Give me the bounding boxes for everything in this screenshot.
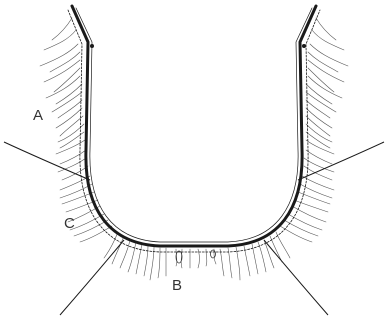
- outer-curve-left-upper: [4, 142, 90, 180]
- outer-curve-left-lower: [60, 240, 124, 315]
- u-outline: [68, 6, 320, 252]
- label-c: C: [64, 215, 75, 232]
- outline-endpoints: [90, 44, 306, 48]
- left-endpoint-dot: [90, 44, 94, 48]
- outer-curves: [4, 142, 384, 315]
- label-a: A: [33, 107, 43, 124]
- outer-curve-right-upper: [298, 142, 384, 180]
- right-endpoint-dot: [302, 44, 306, 48]
- outer-curve-right-lower: [264, 240, 328, 315]
- label-b: B: [172, 277, 182, 294]
